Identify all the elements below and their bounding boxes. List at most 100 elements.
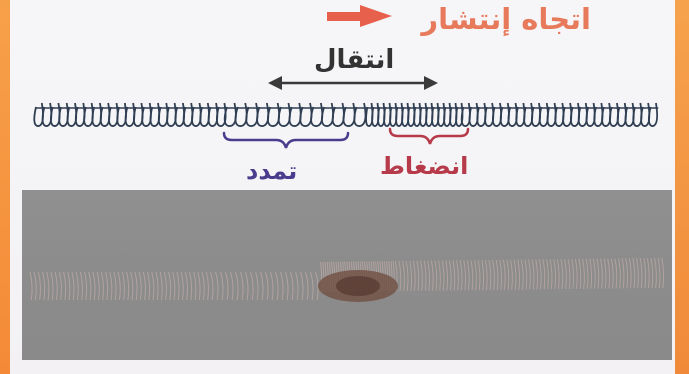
photo-spring-coil [241,272,243,300]
photo-spring-coil [482,260,484,290]
photo-spring-coil [399,261,401,291]
photo-spring-coil [507,260,509,290]
photo-spring-coil [543,259,545,289]
photo-spring-coil [446,260,448,290]
photo-spring-coil [464,260,466,290]
photo-spring-coil [30,272,32,300]
spring-coil [322,103,333,126]
photo-spring-coil [608,259,610,289]
photo-spring-coil [633,258,635,288]
photo-spring-coil [185,272,187,300]
photo-spring-coil [47,272,49,300]
photo-spring-coil [301,272,303,300]
photo-spring-coil [236,272,238,300]
photo-spring-coil [89,272,91,300]
photo-spring-coil [500,260,502,290]
photo-spring-coil [190,272,192,300]
photo-spring-coil [532,259,534,289]
photo-spring-coil [489,260,491,290]
propagation-arrow-icon [327,5,392,27]
photo-spring-coil [64,272,66,300]
photo-spring-coil [80,272,82,300]
photo-spring-coil [471,260,473,290]
photo-spring-coil [421,261,423,291]
spring-coil [34,103,43,126]
photo-spring-coil [271,272,273,300]
photo-spring-coil [658,258,660,288]
photo-spring-coil [156,272,158,300]
photo-spring-coil [622,258,624,288]
photo-spring-coil [565,259,567,289]
photo-spring-coil [601,259,603,289]
photo-spring-coil [597,259,599,289]
photo-spring-coil [547,259,549,289]
photo-spring-coil [626,258,628,288]
spring-coil [300,103,311,126]
photo-spring-coil [475,260,477,290]
photo-spring-coil [118,272,120,300]
photo-spring-coil [211,272,213,300]
photo-spring-coil [251,272,253,300]
photo-spring-coil [127,272,129,300]
photo-spring-coil [640,258,642,288]
photo-spring-coil [521,260,523,290]
photo-spring-coil [514,260,516,290]
photo-spring-coil [281,272,283,300]
photo-spring-coil [311,272,313,300]
photo-spring-coil [97,272,99,300]
photo-spring-coil [561,259,563,289]
photo-spring-coil [410,261,412,291]
spring-coil [235,103,246,126]
photo-spring-coil [221,272,223,300]
photo-spring-coil [457,260,459,290]
photo-spring-coil [226,272,228,300]
photo-spring-coil [122,272,124,300]
photo-spring-coil [169,272,171,300]
photo-spring-coil [85,272,87,300]
photo-spring-coil [261,272,263,300]
photo-spring-coil [428,261,430,291]
photo-spring-coil [110,272,112,300]
photo-spring-coil [38,272,40,300]
photo-spring-coil [55,272,57,300]
photo-spring-coil [266,272,268,300]
photo-spring-coil [316,272,318,300]
photo-spring-coil [216,272,218,300]
photo-spring-coil [615,258,617,288]
photo-spring-coil [202,272,204,300]
photo-spring-coil [662,258,664,288]
photo-spring-coil [198,272,200,300]
photo-spring-coil [68,272,70,300]
photo-spring-coil [453,260,455,290]
photo-spring-coil [164,272,166,300]
photo-spring-coil [575,259,577,289]
photo-spring-coil [246,272,248,300]
photo-spring-coil [485,260,487,290]
photo-spring-coil [173,272,175,300]
photo-spring-coil [194,272,196,300]
photo-spring-coil [583,259,585,289]
photo-spring-coil [579,259,581,289]
spring-coils [34,103,658,126]
photo-spring-coil [152,272,154,300]
photo-spring-coil [206,272,208,300]
photo-spring-coil [114,272,116,300]
compression-brace [390,129,468,144]
photo-spring-coil [529,259,531,289]
spring-coil [343,103,354,126]
photo-spring-coil [518,260,520,290]
photo-compression-core [336,276,380,296]
photo-spring-coil [442,261,444,291]
photo-spring-coil [403,261,405,291]
photo-spring-coil [557,259,559,289]
photo-spring-coil [51,272,53,300]
photo-spring-coil [256,272,258,300]
photo-spring-coil [511,260,513,290]
photo-spring-coil [406,261,408,291]
photo-spring-coil [460,260,462,290]
photo-spring-coil [296,272,298,300]
photo-spring-coil [467,260,469,290]
photo-spring-coil [231,272,233,300]
spring-coil [354,103,365,126]
photo-spring-coil [177,272,179,300]
